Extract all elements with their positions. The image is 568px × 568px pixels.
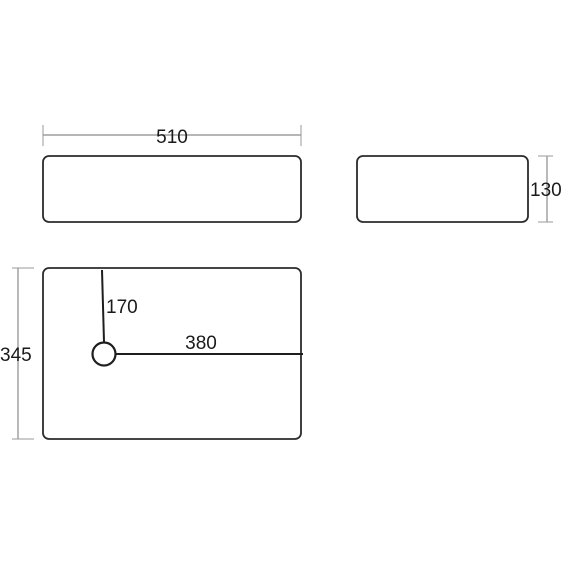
drain-back-offset-line [101, 269, 105, 343]
height-label: 130 [530, 180, 562, 201]
front-view: 510 [42, 125, 302, 223]
front-view-outline [42, 155, 302, 223]
width-label: 510 [156, 127, 188, 148]
top-view: 345 170 380 [0, 267, 303, 440]
side-view: 130 [356, 155, 562, 223]
depth-label: 345 [0, 345, 32, 366]
drain-side-offset-label: 380 [185, 333, 217, 354]
drain-hole-icon [91, 341, 117, 367]
drain-back-offset-label: 170 [106, 297, 138, 318]
side-view-outline [356, 155, 529, 223]
